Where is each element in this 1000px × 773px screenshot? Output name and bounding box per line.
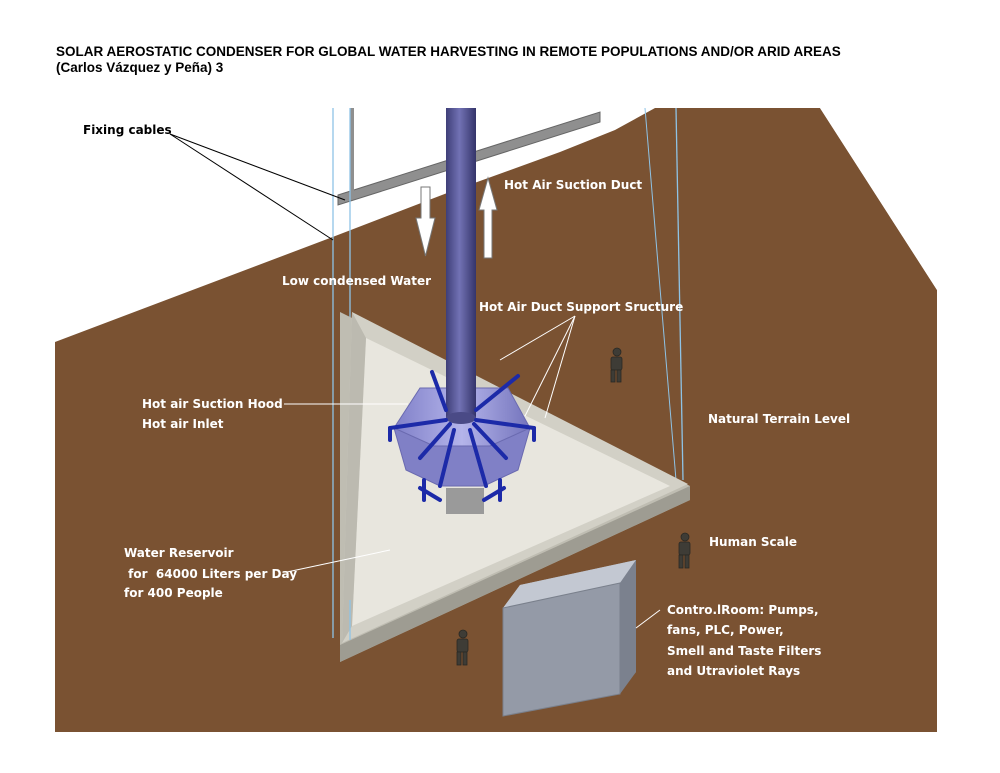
reservoir-wall-front xyxy=(340,486,690,662)
fixing-cable xyxy=(675,107,684,481)
hood-pedestal xyxy=(446,488,484,514)
hot-air-suction-duct xyxy=(446,108,476,418)
label-suction-hood: Hot air Suction Hood xyxy=(142,397,283,411)
label-control-room-3: Smell and Taste Filters xyxy=(667,644,821,658)
label-human-scale: Human Scale xyxy=(709,535,797,549)
label-hot-air-suction-duct: Hot Air Suction Duct xyxy=(504,178,642,192)
label-natural-terrain-level: Natural Terrain Level xyxy=(708,412,850,426)
leader-lines xyxy=(169,133,661,629)
label-hot-air-inlet: Hot air Inlet xyxy=(142,417,224,431)
arrow-up-icon xyxy=(478,176,498,259)
human-figure xyxy=(456,629,469,666)
label-control-room-2: fans, PLC, Power, xyxy=(667,623,784,637)
label-low-condensed-water: Low condensed Water xyxy=(282,274,431,288)
duct-support-structure xyxy=(388,370,536,502)
label-reservoir-capacity: for 64000 Liters per Day xyxy=(124,567,297,581)
label-fixing-cables: Fixing cables xyxy=(83,123,172,137)
reservoir-inner-wall xyxy=(342,312,366,643)
page-subtitle: (Carlos Vázquez y Peña) 3 xyxy=(56,60,224,75)
label-control-room-4: and Utraviolet Rays xyxy=(667,664,800,678)
label-reservoir-people: for 400 People xyxy=(124,586,223,600)
arrow-down-icon xyxy=(415,186,436,257)
control-room xyxy=(502,560,636,717)
human-figure xyxy=(610,347,623,383)
label-control-room: Contro.lRoom: Pumps, xyxy=(667,603,819,617)
human-figure xyxy=(678,532,691,569)
duct-base xyxy=(446,412,476,424)
fixing-cable xyxy=(644,107,677,481)
title-block: SOLAR AEROSTATIC CONDENSER FOR GLOBAL WA… xyxy=(56,44,841,76)
page-title: SOLAR AEROSTATIC CONDENSER FOR GLOBAL WA… xyxy=(56,44,841,59)
label-water-reservoir: Water Reservoir xyxy=(124,546,234,560)
terrain-edge-right xyxy=(820,108,937,290)
label-duct-support-structure: Hot Air Duct Support Sructure xyxy=(479,300,683,314)
